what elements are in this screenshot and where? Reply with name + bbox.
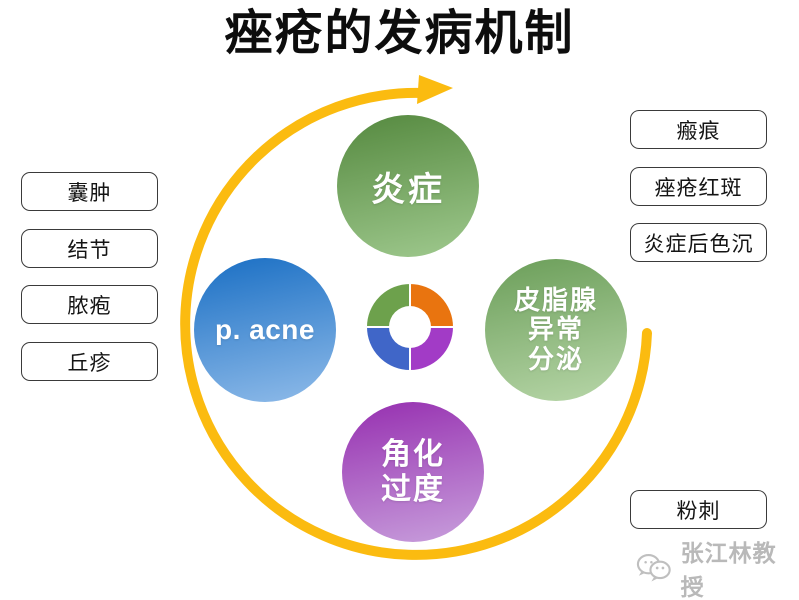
box-nodule: 结节 <box>21 229 158 268</box>
box-cyst: 囊肿 <box>21 172 158 211</box>
box-cyst-label: 囊肿 <box>67 181 112 205</box>
cycle-arrow-arc <box>180 87 652 560</box>
watermark: 张江林教授 <box>636 540 796 600</box>
sebaceous-circle: 皮脂腺 异常 分泌 <box>485 259 627 401</box>
box-erythema-label: 痤疮红斑 <box>654 176 743 200</box>
box-comedo: 粉刺 <box>630 490 767 529</box>
box-papule-label: 丘疹 <box>67 351 112 375</box>
box-papule: 丘疹 <box>21 342 158 381</box>
watermark-text: 张江林教授 <box>680 540 777 600</box>
donut-hole <box>389 306 431 348</box>
box-pustule: 脓疱 <box>21 285 158 324</box>
inflammation-label: 炎症 <box>371 170 445 209</box>
box-pigmentation-label: 炎症后色沉 <box>643 232 754 256</box>
box-scar-label: 瘢痕 <box>676 119 721 143</box>
publisher-logo-icon <box>636 553 671 582</box>
box-erythema: 痤疮红斑 <box>630 167 767 206</box>
box-comedo-label: 粉刺 <box>676 499 721 523</box>
box-nodule-label: 结节 <box>67 238 112 262</box>
keratinization-circle: 角化 过度 <box>342 402 484 542</box>
sebaceous-label-line3: 分泌 <box>527 343 584 374</box>
keratinization-label-line2: 过度 <box>381 473 445 506</box>
inflammation-circle: 炎症 <box>337 115 479 257</box>
box-pigmentation: 炎症后色沉 <box>630 223 767 262</box>
box-pustule-label: 脓疱 <box>67 294 112 318</box>
pacne-circle: p. acne <box>194 258 336 402</box>
cycle-arrow-head-icon <box>417 75 453 104</box>
pacne-label: p. acne <box>215 314 315 345</box>
page-title: 痤疮的发病机制 <box>224 7 575 60</box>
box-scar: 瘢痕 <box>630 110 767 149</box>
keratinization-label-line1: 角化 <box>381 437 445 471</box>
sebaceous-label-line1: 皮脂腺 <box>513 285 598 316</box>
sebaceous-label-line2: 异常 <box>527 314 584 345</box>
